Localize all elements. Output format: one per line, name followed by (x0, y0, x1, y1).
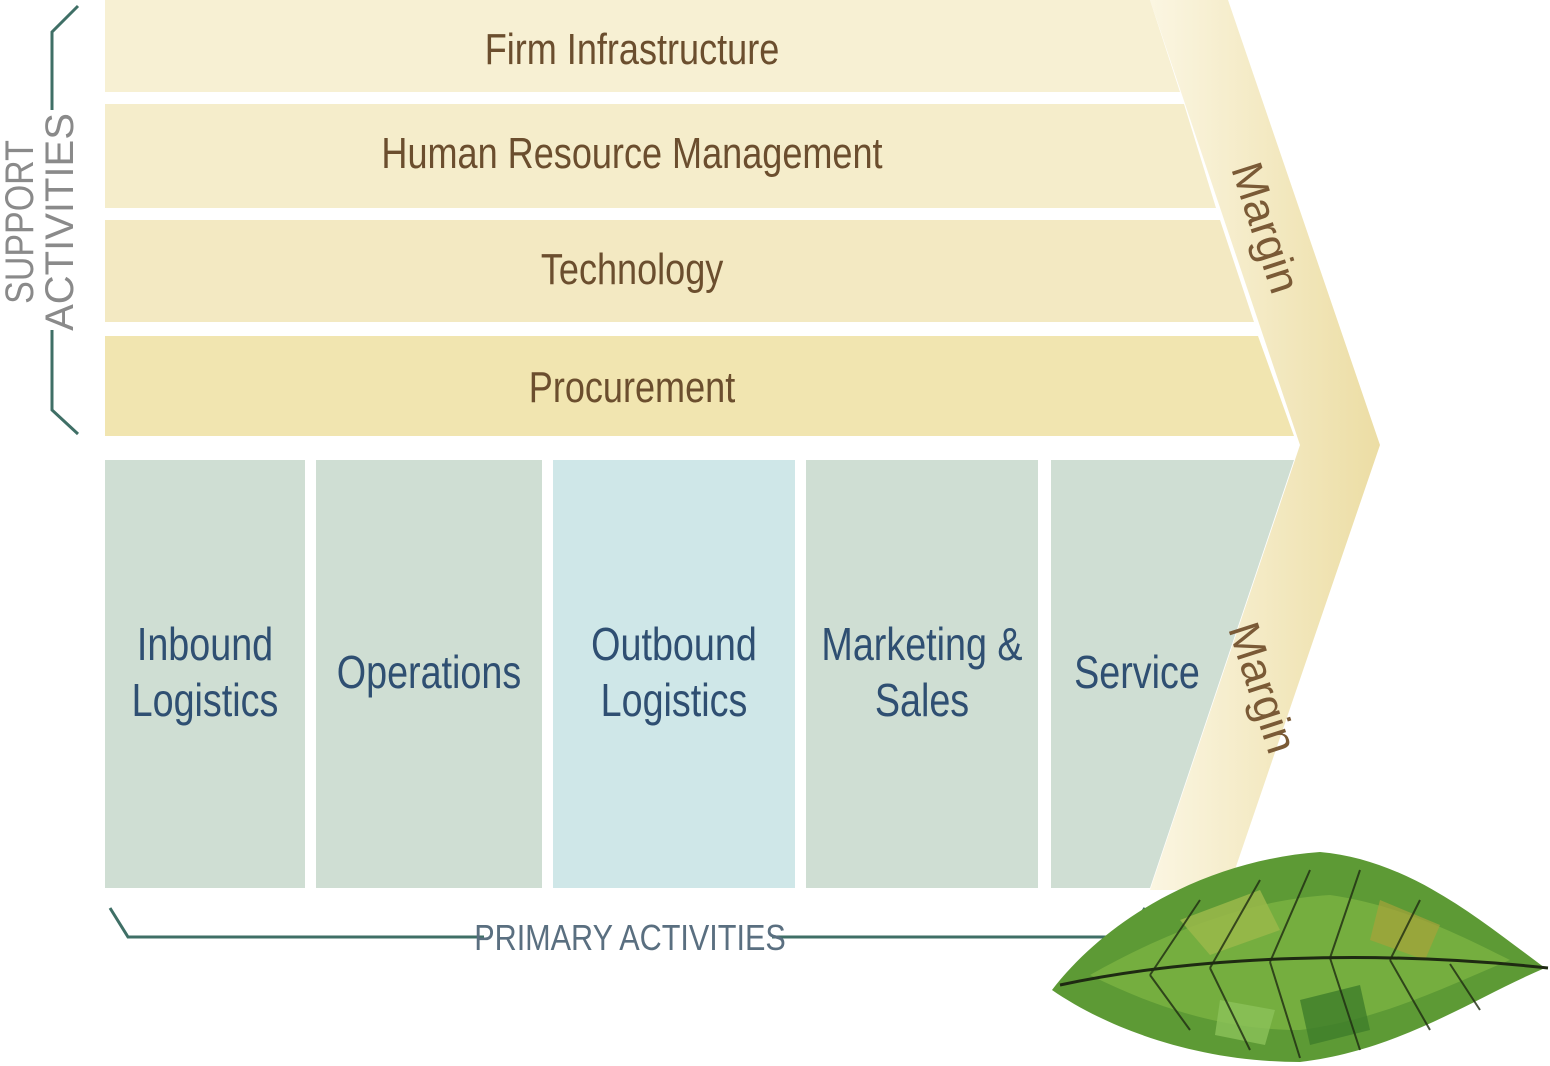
primary-activity-marketing-sales-line2: Sales (875, 674, 969, 725)
support-activity-procurement: Procurement (529, 363, 735, 412)
support-activities-label-line1: SUPPORT (0, 140, 42, 304)
primary-activity-inbound-logistics-line2: Logistics (132, 674, 279, 725)
support-bracket-bottom (50, 330, 80, 436)
support-activity-technology: Technology (541, 245, 724, 294)
primary-block-operations (316, 460, 542, 888)
primary-activity-outbound-logistics-line1: Outbound (591, 618, 757, 669)
primary-activity-service-line1: Service (1074, 646, 1200, 697)
primary-bracket-left (108, 907, 484, 939)
primary-activity-marketing-sales-line1: Marketing & (821, 618, 1022, 669)
support-activities-label-line2: ACTIVITIES (38, 113, 82, 331)
support-band-hrm (105, 104, 1216, 208)
support-activity-firm-infrastructure: Firm Infrastructure (485, 25, 780, 74)
primary-activity-outbound-logistics-line2: Logistics (601, 674, 748, 725)
primary-activities-label: PRIMARY ACTIVITIES (474, 919, 786, 959)
leaf-icon (1052, 852, 1549, 1062)
margin-chevron (1150, 0, 1380, 890)
support-band-technology (105, 220, 1254, 322)
support-band-procurement (105, 336, 1294, 436)
primary-activity-inbound-logistics-line1: Inbound (137, 618, 273, 669)
primary-block-service (1051, 460, 1294, 888)
primary-bracket-right (772, 907, 1147, 939)
primary-block-marketing-sales (806, 460, 1038, 888)
primary-block-inbound-logistics (105, 460, 305, 888)
primary-activity-operations-line1: Operations (337, 646, 521, 697)
support-band-firm-infrastructure (105, 0, 1180, 92)
support-bracket-top (50, 4, 80, 110)
primary-block-outbound-logistics (553, 460, 795, 888)
support-activity-human-resource-management: Human Resource Management (381, 129, 882, 178)
